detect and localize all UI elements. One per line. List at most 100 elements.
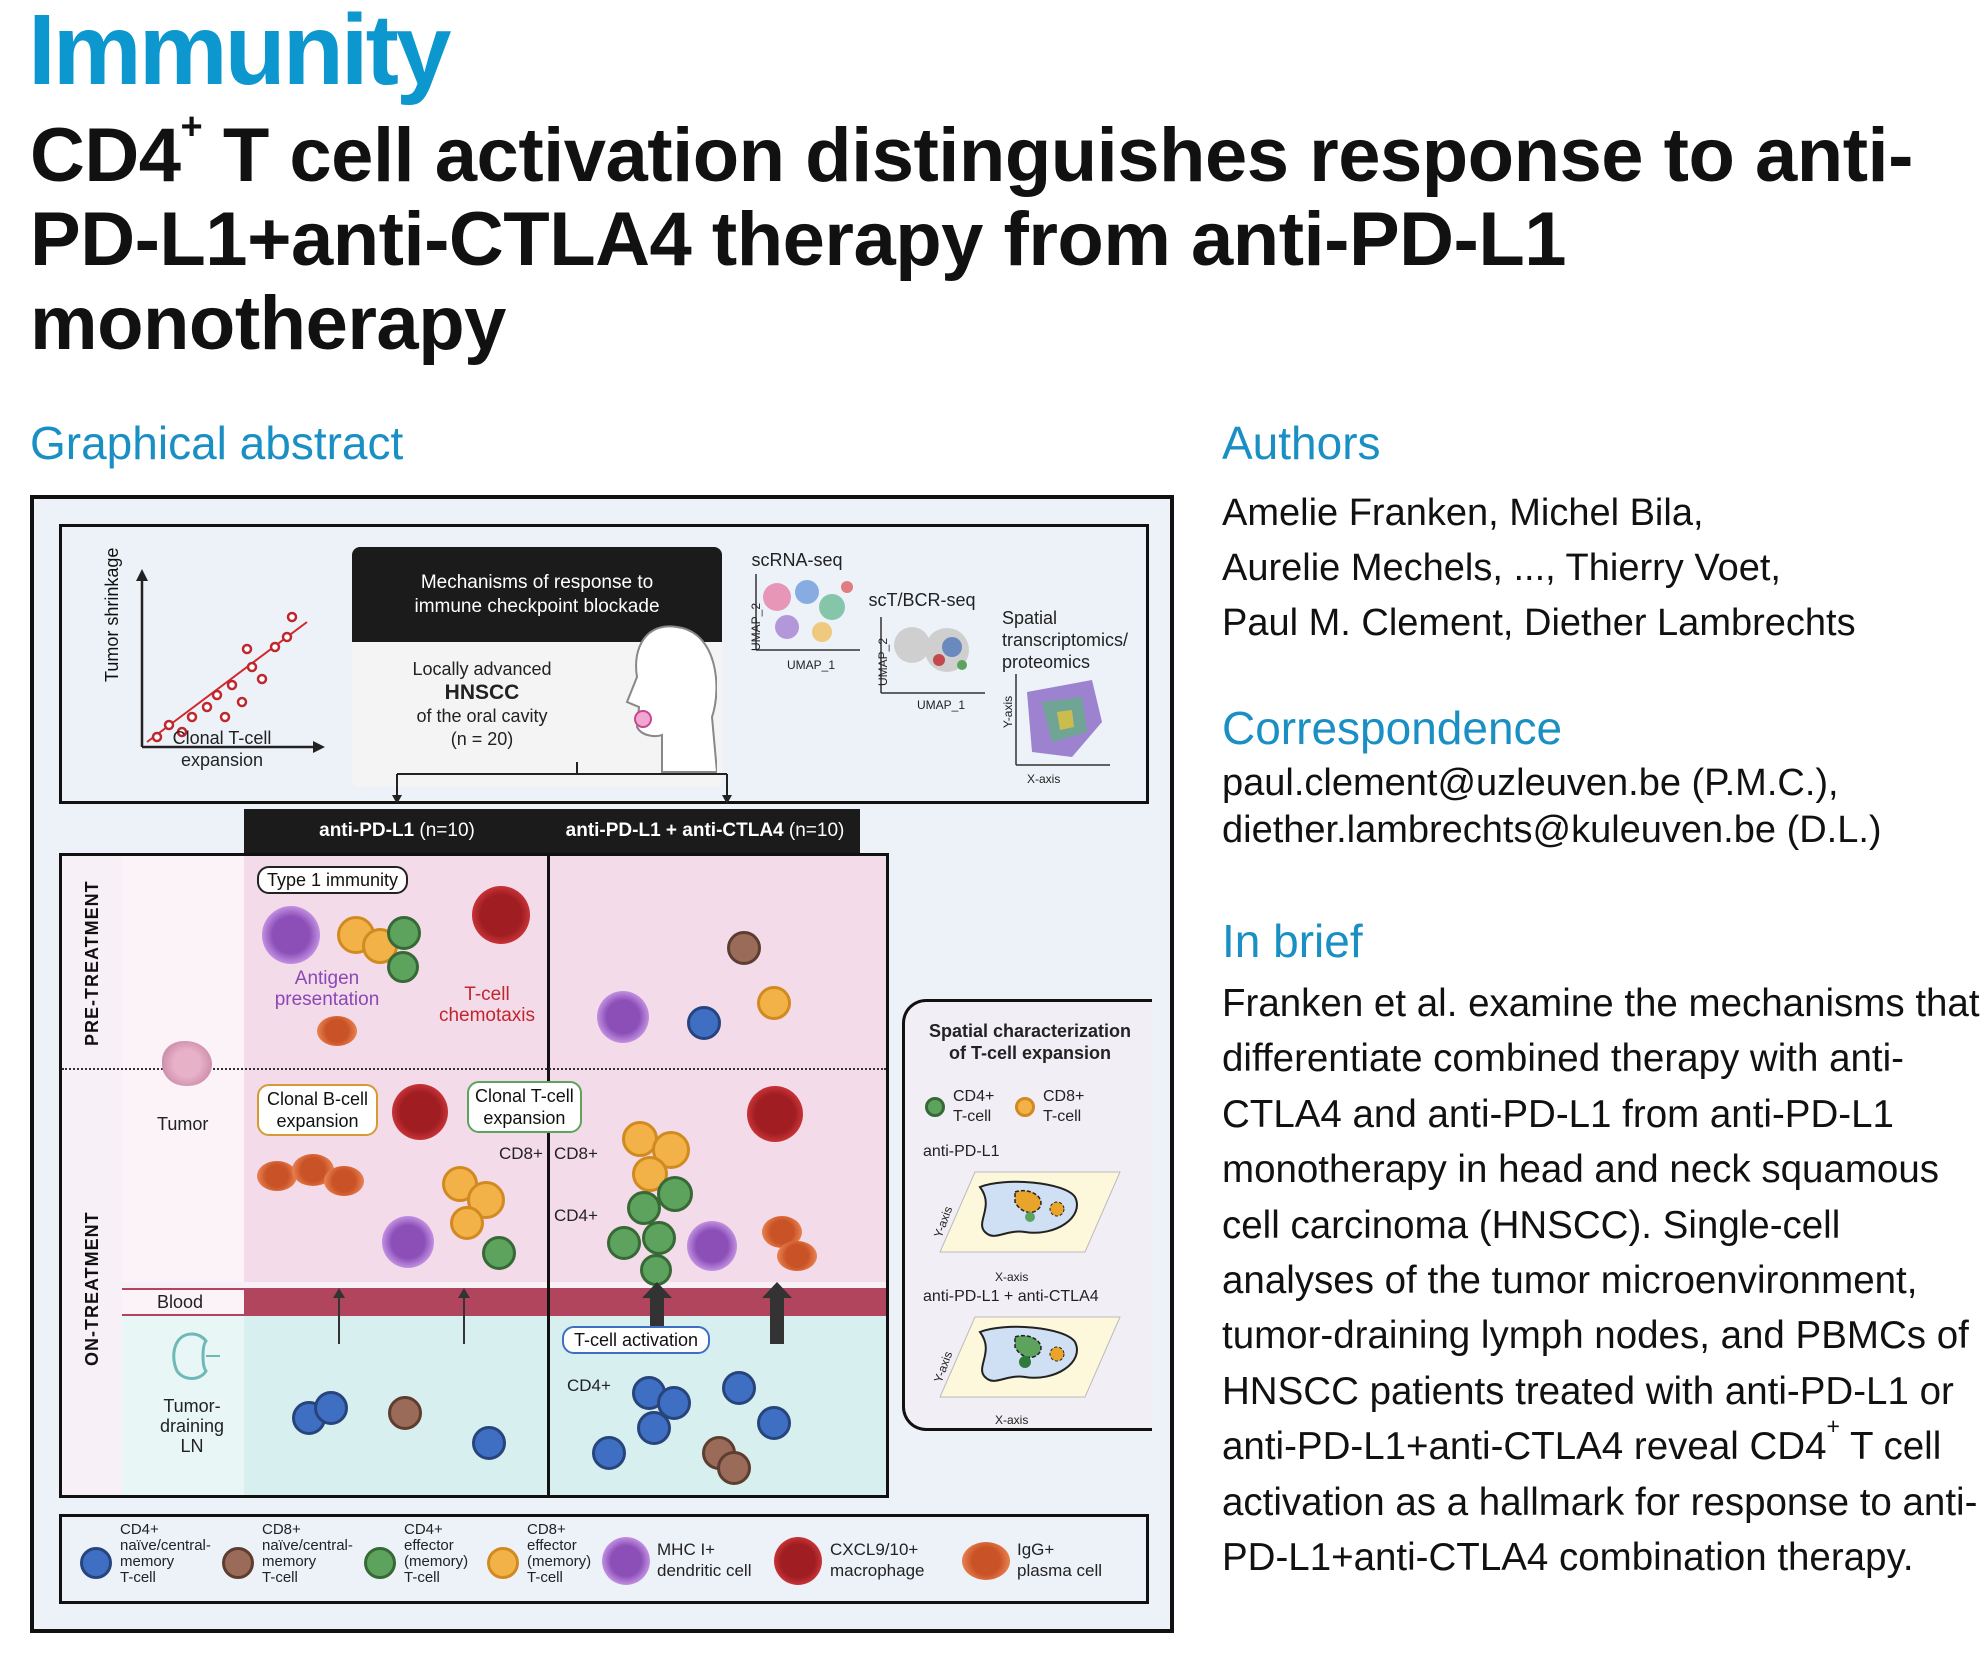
- tcell-activation-badge: T-cell activation: [562, 1326, 711, 1354]
- cd8-effector-cell-icon: [450, 1206, 484, 1240]
- legend-dendritic-cell: MHC I+dendritic cell: [657, 1540, 752, 1580]
- cd4-effector-legend-icon: [364, 1547, 396, 1579]
- split-arrows-icon: [392, 762, 732, 804]
- migration-arrow: [333, 1288, 345, 1344]
- patient-head-icon: [625, 625, 717, 773]
- spatial-map2-label: anti-PD-L1 + anti-CTLA4: [923, 1288, 1099, 1305]
- cd4-effector-cell-icon: [640, 1254, 672, 1286]
- cd8-effector-legend-icon: [487, 1547, 519, 1579]
- spatial-y-axis: Y-axis: [1001, 695, 1016, 729]
- cd4-label: CD4+: [554, 1206, 598, 1225]
- correspondence-heading: Correspondence: [1222, 702, 1563, 754]
- in-brief-text: Franken et al. examine the mechanisms th…: [1222, 982, 1980, 1580]
- spatial-map-icon: [1015, 674, 1110, 766]
- tumor-icon: [162, 1041, 212, 1086]
- type1-immunity-badge: Type 1 immunity: [257, 866, 409, 894]
- cd4-ln-label: CD4+: [567, 1376, 611, 1395]
- cohort-card: Locally advanced HNSCC of the oral cavit…: [352, 625, 722, 787]
- plasma-cell-legend-icon: [962, 1542, 1010, 1580]
- blood-band: [122, 1288, 886, 1316]
- macrophage-icon: [472, 886, 530, 944]
- author-line: Amelie Franken, Michel Bila,: [1222, 492, 1704, 534]
- spatial-map1-label: anti-PD-L1: [923, 1143, 1000, 1160]
- spatial-map-anti-pdl1-icon: [939, 1171, 1121, 1253]
- scrna-title: scRNA-seq: [751, 550, 843, 570]
- cd4-effector-cell-icon: [607, 1226, 641, 1260]
- strong-migration-arrow: [762, 1282, 792, 1344]
- journal-name: Immunity: [28, 0, 451, 106]
- cd4-naive-cell-icon: [472, 1426, 506, 1460]
- cd8-label: CD8+: [499, 1144, 543, 1163]
- graphical-abstract-heading: Graphical abstract: [30, 417, 404, 469]
- in-brief-heading: In brief: [1222, 915, 1363, 967]
- author-line: Paul M. Clement, Diether Lambrechts: [1222, 602, 1856, 644]
- spatial-map1-x-axis: X-axis: [995, 1270, 1029, 1284]
- cd4-naive-cell-icon: [757, 1406, 791, 1440]
- migration-arrow: [458, 1288, 470, 1344]
- cd8-naive-legend-icon: [222, 1547, 254, 1579]
- cd8-naive-cell-icon: [388, 1396, 422, 1430]
- email-link[interactable]: paul.clement@uzleuven.be (P.M.C.),: [1222, 762, 1839, 804]
- cd4-naive-cell-icon: [657, 1386, 691, 1420]
- cd4-effector-cell-icon: [387, 916, 421, 950]
- dendritic-cell-icon: [687, 1221, 737, 1271]
- column-header-combination: anti-PD-L1 + anti-CTLA4 (n=10): [550, 809, 860, 853]
- lymph-node-region: [122, 1316, 886, 1495]
- legend-cd8-effector: CD8+effector(memory)T-cell: [527, 1521, 592, 1586]
- cd4-effector-cell-icon: [627, 1191, 661, 1225]
- cd4-naive-cell-icon: [314, 1391, 348, 1425]
- cd4-naive-cell-icon: [637, 1411, 671, 1445]
- dendritic-cell-icon: [382, 1216, 434, 1268]
- cd8-label: CD8+: [554, 1144, 598, 1163]
- cd4-naive-cell-icon: [592, 1436, 626, 1470]
- scrna-umap-icon: [755, 574, 860, 651]
- cd4-effector-cell-icon: [642, 1221, 676, 1255]
- spatial-x-axis: X-axis: [1027, 772, 1061, 786]
- blood-site-label: Blood: [157, 1292, 204, 1312]
- on-treatment-label: ON-TREATMENT: [82, 1211, 102, 1366]
- plasma-cell-icon: [324, 1166, 364, 1196]
- dendritic-cell-icon: [262, 906, 320, 964]
- cd8-legend-dot-icon: [1015, 1097, 1035, 1117]
- cd4-naive-cell-icon: [722, 1371, 756, 1405]
- sctbcr-x-axis: UMAP_1: [917, 698, 966, 712]
- cd4-effector-cell-icon: [657, 1176, 693, 1212]
- macrophage-legend-icon: [774, 1537, 822, 1585]
- legend-cd4-effector: CD4+effector(memory)T-cell: [404, 1521, 469, 1586]
- pre-treatment-label: PRE-TREATMENT: [82, 880, 102, 1046]
- cd4-effector-cell-icon: [387, 951, 419, 983]
- authors-heading: Authors: [1222, 417, 1381, 469]
- plasma-cell-icon: [257, 1161, 297, 1191]
- macrophage-icon: [392, 1084, 448, 1140]
- legend-plasma-cell: IgG+plasma cell: [1017, 1540, 1103, 1580]
- sctbcr-title: scT/BCR-seq: [868, 590, 976, 610]
- legend-macrophage: CXCL9/10+macrophage: [830, 1540, 925, 1580]
- spatial-cd8-label: CD8+T-cell: [1043, 1088, 1085, 1125]
- lymph-node-icon: [172, 1332, 220, 1380]
- dendritic-cell-icon: [597, 991, 649, 1043]
- column-header-anti-pdl1: anti-PD-L1 (n=10): [244, 809, 550, 853]
- cd8-naive-cell-icon: [717, 1451, 751, 1485]
- treatment-grid: PRE-TREATMENT ON-TREATMENT Tumor Blood T…: [59, 853, 889, 1498]
- tumor-shrinkage-scatter-icon: [136, 569, 325, 753]
- plasma-cell-icon: [777, 1241, 817, 1271]
- cd8-naive-cell-icon: [727, 931, 761, 965]
- email-link[interactable]: diether.lambrechts@kuleuven.be (D.L.): [1222, 809, 1882, 851]
- sctbcr-umap-icon: [880, 617, 985, 694]
- correspondence-emails: paul.clement@uzleuven.be (P.M.C.), dieth…: [1222, 760, 1982, 854]
- spatial-map2-x-axis: X-axis: [995, 1413, 1029, 1427]
- cd4-legend-dot-icon: [925, 1097, 945, 1117]
